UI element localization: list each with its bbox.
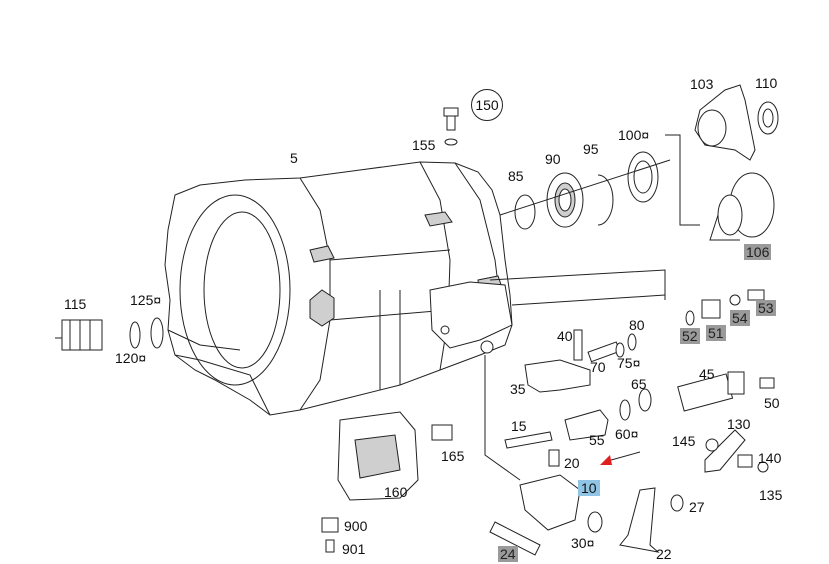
lever-22: [619, 487, 660, 553]
label-125: 125¤: [130, 292, 162, 308]
label-50: 50: [764, 395, 780, 411]
label-95: 95: [583, 141, 599, 157]
leader-line-shaft: [499, 159, 671, 216]
label-51: 51: [706, 325, 726, 341]
label-140: 140: [758, 450, 782, 466]
label-5: 5: [290, 150, 298, 166]
shaft-24: [489, 521, 541, 556]
label-80: 80: [629, 317, 645, 333]
label-135: 135: [759, 487, 783, 503]
label-100: 100¤: [618, 127, 650, 143]
screw-50: [759, 377, 775, 389]
screw-901: [325, 539, 335, 553]
spring-145: [705, 438, 719, 452]
label-45: 45: [699, 366, 715, 382]
valve-55: [564, 409, 609, 441]
red-arrowhead: [600, 455, 612, 465]
label-155: 155: [412, 137, 436, 153]
label-70: 70: [590, 359, 606, 375]
bolt-150: [443, 107, 459, 146]
label-22: 22: [656, 546, 672, 562]
ring-30: [587, 511, 603, 533]
label-901: 901: [342, 541, 366, 557]
oring-52: [685, 310, 695, 326]
lever-10: [519, 474, 581, 531]
label-90: 90: [545, 151, 561, 167]
label-103: 103: [690, 76, 714, 92]
pin-15: [504, 431, 553, 449]
label-53: 53: [756, 300, 776, 316]
flange-103: [694, 84, 756, 161]
leader-line-flange: [665, 134, 700, 226]
label-15: 15: [511, 418, 527, 434]
transmission-housing: [164, 161, 513, 416]
plug-900: [321, 517, 339, 533]
label-160: 160: [384, 484, 408, 500]
ring-135: [757, 461, 769, 473]
label-165: 165: [441, 448, 465, 464]
label-106: 106: [744, 244, 772, 260]
ring-120: [129, 321, 141, 349]
lever-35: [524, 359, 591, 393]
pin-140: [737, 454, 753, 468]
washer-54: [729, 294, 741, 306]
label-60: 60¤: [615, 426, 639, 442]
label-130: 130: [727, 416, 751, 432]
label-65: 65: [631, 376, 647, 392]
leader-line-sensor: [489, 269, 666, 300]
plug-165: [431, 424, 453, 441]
ring-65: [638, 388, 652, 412]
label-24: 24: [498, 546, 518, 562]
lever-130: [704, 429, 746, 473]
label-150: 150: [471, 89, 503, 121]
leader-line-valve: [511, 294, 666, 306]
ring-75: [615, 342, 625, 358]
connector-115: [55, 319, 103, 351]
ring-80: [627, 333, 637, 351]
label-35: 35: [510, 381, 526, 397]
leader-line-lever: [484, 355, 521, 481]
flange-106: [709, 172, 775, 241]
ring-125: [150, 317, 164, 349]
label-20: 20: [564, 455, 580, 471]
label-27: 27: [689, 499, 705, 515]
screw-20: [548, 449, 560, 467]
label-145: 145: [672, 433, 696, 449]
screw-53: [747, 289, 765, 301]
label-115: 115: [64, 296, 87, 312]
label-110: 110: [755, 75, 778, 91]
label-52: 52: [680, 328, 700, 344]
snap-ring-95: [597, 174, 614, 226]
label-40: 40: [557, 328, 573, 344]
ring-85: [514, 194, 536, 230]
seal-100: [627, 151, 659, 203]
ring-60: [619, 399, 631, 421]
label-900: 900: [344, 518, 368, 534]
bearing-90: [546, 172, 584, 228]
spring-40: [573, 329, 583, 361]
label-54: 54: [730, 310, 750, 326]
label-55: 55: [589, 432, 605, 448]
label-10: 10: [578, 480, 600, 496]
label-30: 30¤: [571, 535, 595, 551]
label-75: 75¤: [617, 355, 641, 371]
label-85: 85: [508, 168, 524, 184]
nut-110: [757, 101, 779, 135]
sensor-45: [677, 371, 745, 412]
valve-plate-160: [337, 411, 419, 501]
label-120: 120¤: [115, 350, 147, 366]
plug-51: [701, 299, 721, 319]
nut-27: [670, 494, 684, 512]
